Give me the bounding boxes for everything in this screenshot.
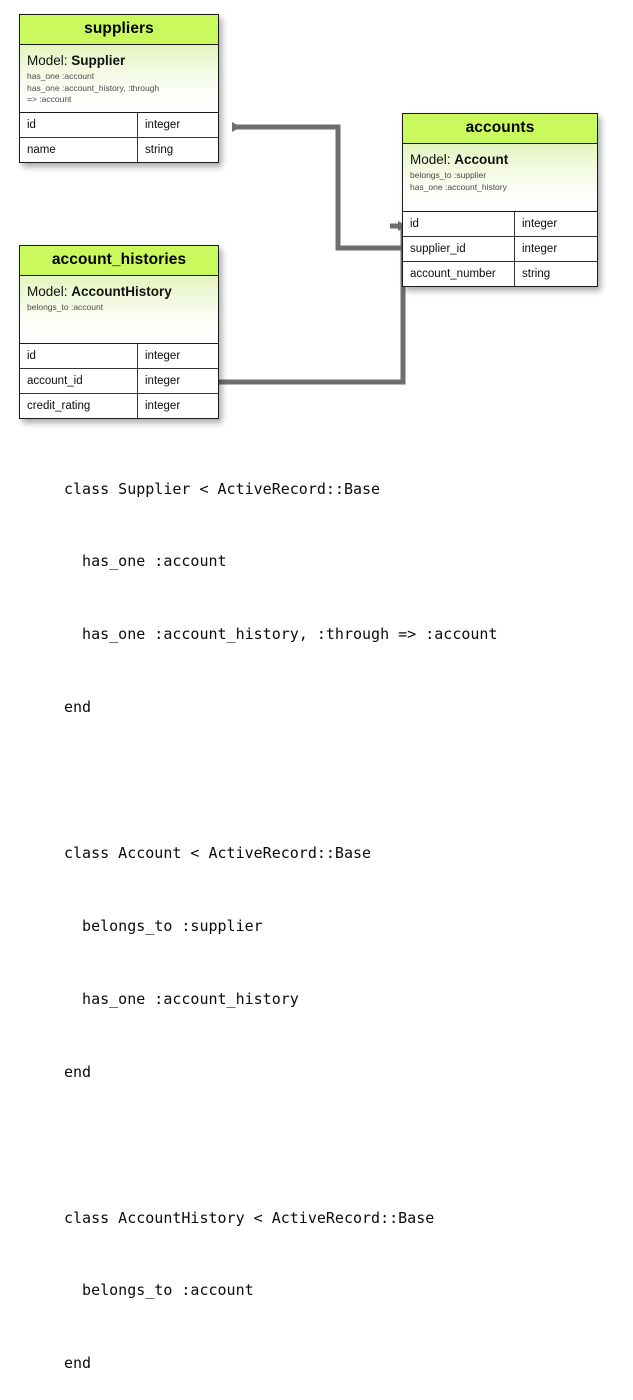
entity-accounts[interactable]: accounts Model: Account belongs_to :supp…	[402, 113, 598, 287]
model-name: Supplier	[71, 53, 126, 68]
attribute-type: integer	[522, 217, 558, 230]
entity-model-suppliers: Model: Supplier has_one :account has_one…	[20, 45, 218, 113]
table-row[interactable]: name string	[20, 137, 218, 162]
model-title: Model: AccountHistory	[27, 283, 211, 300]
table-row[interactable]: account_number string	[403, 261, 597, 286]
code-line: end	[64, 698, 92, 717]
connector-account-histories-to-accounts	[219, 221, 407, 385]
model-association: has_one :account	[27, 71, 95, 81]
table-row[interactable]: supplier_id integer	[403, 236, 597, 262]
model-association: has_one :account_history, :through	[27, 82, 160, 93]
model-title: Model: Account	[410, 151, 590, 168]
attribute-type: integer	[145, 118, 181, 131]
table-row[interactable]: id integer	[403, 211, 597, 237]
model-name: AccountHistory	[71, 284, 172, 299]
code-line: end	[64, 1354, 92, 1373]
attribute-type: integer	[145, 349, 181, 362]
attribute-name: id	[20, 112, 138, 137]
attribute-type: integer	[522, 242, 558, 255]
model-association: belongs_to :account	[27, 302, 104, 312]
code-line: belongs_to :account	[64, 1281, 254, 1300]
attribute-name: id	[20, 343, 138, 368]
er-diagram: suppliers Model: Supplier has_one :accou…	[0, 0, 633, 430]
attribute-name: id	[403, 211, 515, 236]
code-line-blank	[64, 1133, 633, 1157]
attribute-name: name	[20, 137, 138, 162]
attribute-name: account_id	[20, 368, 138, 393]
model-association-spacer	[410, 193, 590, 205]
model-label: Model:	[27, 284, 68, 299]
attribute-type: integer	[145, 374, 181, 387]
code-line-blank	[64, 768, 633, 792]
code-line: class Account < ActiveRecord::Base	[64, 844, 372, 863]
code-line: has_one :account_history	[64, 989, 299, 1008]
code-line: has_one :account	[64, 552, 227, 571]
entity-title-accounts: accounts	[403, 114, 597, 144]
table-row[interactable]: id integer	[20, 343, 218, 369]
table-row[interactable]: credit_rating integer	[20, 393, 218, 418]
model-association: => :account	[27, 94, 72, 104]
entity-title-suppliers: suppliers	[20, 15, 218, 45]
model-association: has_one :account_history	[410, 181, 507, 192]
entity-account-histories[interactable]: account_histories Model: AccountHistory …	[19, 245, 219, 419]
model-association-spacer	[27, 314, 211, 326]
table-row[interactable]: id integer	[20, 112, 218, 138]
model-label: Model:	[27, 53, 68, 68]
code-line: end	[64, 1062, 92, 1081]
attribute-name: credit_rating	[20, 393, 138, 418]
code-line: belongs_to :supplier	[64, 916, 263, 935]
attribute-name: account_number	[403, 261, 515, 286]
entity-model-accounts: Model: Account belongs_to :supplier has_…	[403, 144, 597, 212]
attribute-type: string	[522, 267, 551, 280]
code-line: has_one :account_history, :through => :a…	[64, 625, 498, 644]
attribute-name: supplier_id	[403, 236, 515, 261]
entity-model-account-histories: Model: AccountHistory belongs_to :accoun…	[20, 276, 218, 344]
code-block: class Supplier < ActiveRecord::Base has_…	[0, 428, 633, 1400]
model-association-spacer	[27, 325, 211, 337]
table-row[interactable]: account_id integer	[20, 368, 218, 394]
attribute-type: string	[145, 143, 174, 156]
entity-suppliers[interactable]: suppliers Model: Supplier has_one :accou…	[19, 14, 219, 163]
model-association: belongs_to :supplier	[410, 170, 487, 180]
model-label: Model:	[410, 152, 451, 167]
attribute-type: integer	[145, 399, 181, 412]
code-line: class AccountHistory < ActiveRecord::Bas…	[64, 1208, 435, 1227]
model-title: Model: Supplier	[27, 52, 211, 69]
model-name: Account	[454, 152, 509, 167]
code-line: class Supplier < ActiveRecord::Base	[64, 479, 381, 498]
entity-title-account-histories: account_histories	[20, 246, 218, 276]
